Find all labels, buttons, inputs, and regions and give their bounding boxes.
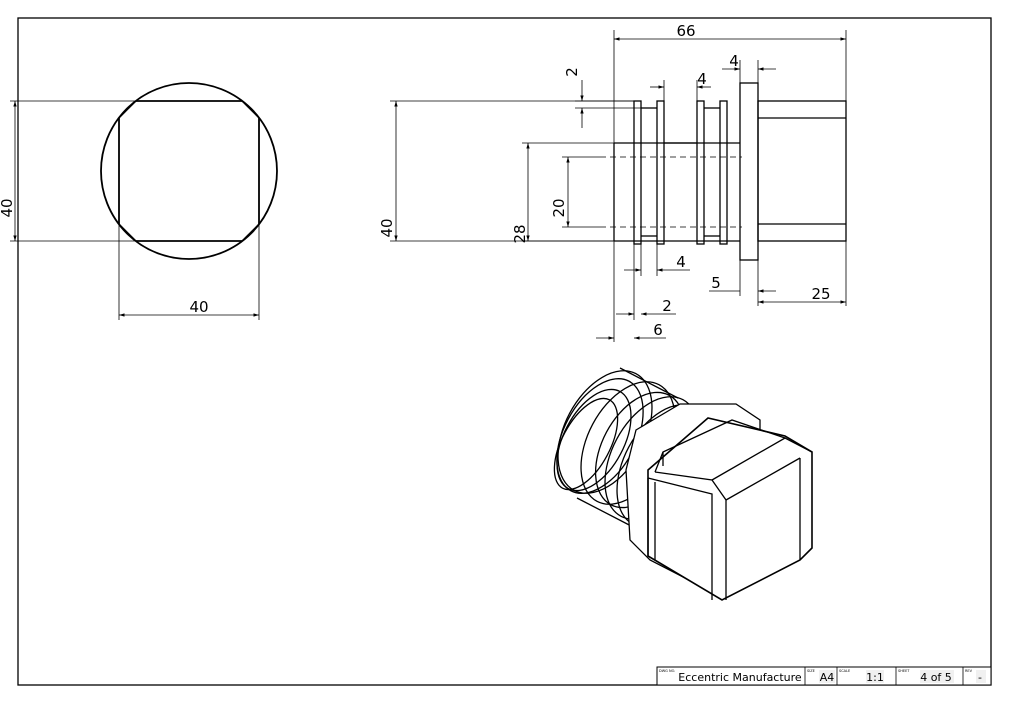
scale-value: 1:1 (866, 671, 884, 684)
front-view: 40 40 (0, 82, 278, 320)
size-label: SIZE (807, 669, 815, 673)
groove-offset-dim: 2 (662, 297, 672, 315)
sheet-border (17, 17, 992, 686)
groove-width-bottom-dim: 4 (676, 253, 686, 271)
overall-length-dim: 66 (676, 22, 695, 40)
scale-label: SCALE (839, 669, 850, 673)
rev-label: REV (965, 669, 973, 673)
size-value: A4 (820, 671, 835, 684)
sheet-value: 4 of 5 (920, 671, 952, 684)
head-length-dim: 25 (811, 285, 830, 303)
rev-value: - (978, 671, 982, 684)
title-block: DWG NO. Eccentric Manufacture SIZE A4 SC… (656, 666, 992, 686)
groove-diameter-dim: 20 (550, 198, 568, 217)
side-view: 66 4 4 2 40 28 20 (378, 22, 847, 342)
sheet-label: SHEET (898, 669, 910, 673)
flange-thickness-dim: 5 (711, 274, 721, 292)
outer-diameter-dim: 40 (378, 218, 396, 237)
shaft-diameter-dim: 28 (511, 224, 529, 243)
groove-depth-dim: 2 (563, 67, 581, 77)
start-offset-dim: 6 (653, 321, 663, 339)
groove-width-top-dim: 4 (697, 70, 707, 88)
drawing-title: Eccentric Manufacture (678, 671, 802, 684)
front-width-dim: 40 (189, 298, 208, 316)
flange-width-dim: 4 (729, 52, 739, 70)
drawing-no-label: DWG NO. (659, 669, 675, 673)
isometric-view (553, 367, 813, 601)
front-height-dim: 40 (0, 198, 16, 217)
